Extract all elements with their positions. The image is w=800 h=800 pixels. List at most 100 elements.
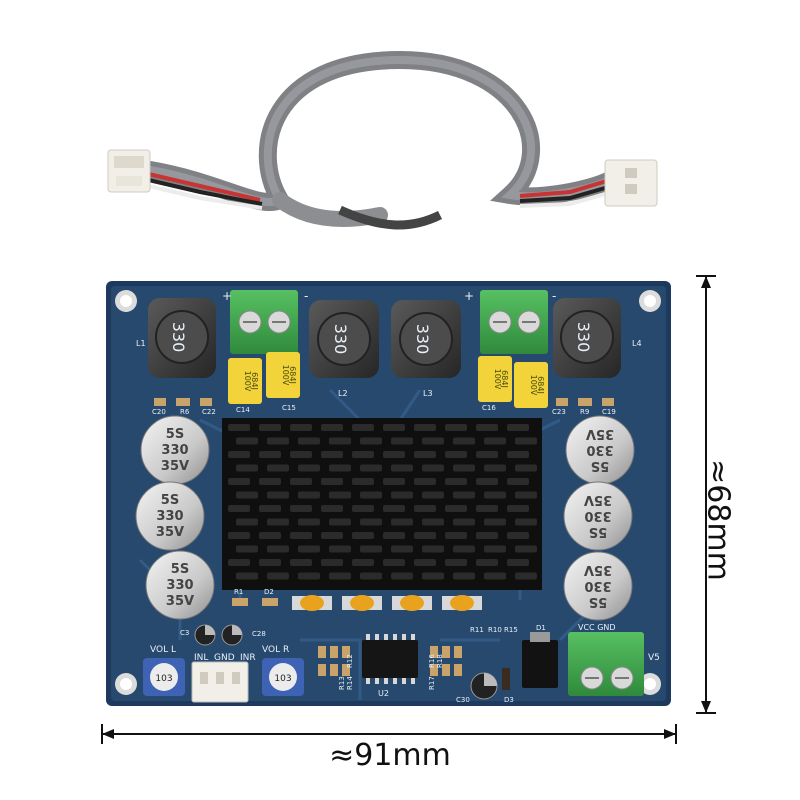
svg-text:R12: R12 (346, 654, 354, 668)
svg-text:330: 330 (161, 443, 188, 458)
inductor-marking: 330 (413, 324, 432, 355)
heatsink-fin (445, 559, 467, 566)
svg-text:R15: R15 (504, 626, 518, 634)
svg-text:GND: GND (214, 653, 235, 663)
volume-potentiometer-left[interactable]: 103 (143, 658, 185, 696)
svg-text:100V: 100V (529, 375, 538, 396)
film-cap-code: 684J (250, 372, 259, 390)
heatsink-fin (290, 424, 312, 431)
electrolytic-capacitor: 5S 330 35V (565, 415, 635, 485)
heatsink-fin (515, 545, 537, 553)
film-capacitor: 100V 684J (514, 362, 548, 408)
heatsink-fin (298, 518, 320, 526)
heatsink-fin (422, 437, 444, 445)
heatsink-fin (515, 518, 537, 526)
heatsink-fin (298, 545, 320, 553)
heatsink-fin (267, 437, 289, 445)
svg-text:C23: C23 (552, 408, 566, 416)
inductor-label: L1 (136, 339, 146, 348)
svg-text:5S: 5S (589, 524, 607, 539)
svg-text:R9: R9 (580, 408, 589, 416)
svg-text:D1: D1 (536, 624, 546, 632)
heatsink-fin (391, 572, 413, 580)
svg-text:C16: C16 (482, 404, 496, 412)
svg-text:35V: 35V (156, 525, 184, 540)
inductor: 330 L2 (309, 300, 379, 398)
heatsink-fin (476, 559, 498, 566)
inductor: 330 L4 (553, 298, 642, 378)
mounting-hole (639, 290, 661, 312)
heatsink-fin (507, 532, 529, 539)
svg-text:35V: 35V (586, 426, 614, 441)
svg-text:5S: 5S (589, 594, 607, 609)
minus-mark: - (304, 289, 308, 303)
svg-text:330: 330 (584, 508, 611, 523)
heatsink-fin (453, 491, 475, 499)
heatsink-fin (476, 451, 498, 458)
heatsink-fin (453, 545, 475, 553)
heatsink-fin (445, 424, 467, 431)
audio-input-connector[interactable] (191, 661, 249, 703)
svg-text:R14: R14 (346, 676, 354, 690)
ceramic-capacitor (342, 595, 382, 611)
heatsink-fin (298, 437, 320, 445)
heatsink-fin (383, 424, 405, 431)
heatsink-fin (321, 532, 343, 539)
heatsink-fin (422, 464, 444, 472)
svg-text:684J: 684J (250, 372, 259, 390)
heatsink-fin (360, 464, 382, 472)
svg-text:C20: C20 (152, 408, 166, 416)
heatsink-fin (484, 491, 506, 499)
heatsink-fin (422, 491, 444, 499)
heatsink-fin (352, 451, 374, 458)
heatsink-fin (515, 491, 537, 499)
svg-text:R18: R18 (436, 654, 444, 668)
heatsink-fin (383, 532, 405, 539)
heatsink (222, 418, 542, 590)
heatsink-fin (476, 424, 498, 431)
inductor-label: L2 (338, 389, 348, 398)
terminal-block (230, 290, 298, 354)
heatsink-fin (290, 451, 312, 458)
svg-text:103: 103 (274, 674, 291, 684)
svg-text:R11: R11 (470, 626, 484, 634)
svg-text:INR: INR (240, 653, 256, 663)
svg-text:5S: 5S (161, 493, 179, 508)
height-dimension-line (696, 275, 716, 714)
electrolytic-capacitor: 5S 330 35V (563, 551, 633, 621)
wire-connector-right (604, 159, 658, 207)
power-terminal-block[interactable] (568, 632, 644, 696)
heatsink-fin (329, 572, 351, 580)
heatsink-fin (484, 518, 506, 526)
heatsink-fin (267, 464, 289, 472)
wire-connector-left (107, 149, 151, 193)
film-capacitor: 100V 684J (228, 358, 262, 404)
heatsink-fin (352, 532, 374, 539)
heatsink-fin (236, 518, 258, 526)
heatsink-fin (267, 491, 289, 499)
svg-text:C22: C22 (202, 408, 216, 416)
heatsink-fin (259, 424, 281, 431)
mounting-hole (115, 290, 137, 312)
heatsink-fin (360, 572, 382, 580)
svg-text:35V: 35V (161, 459, 189, 474)
heatsink-fin (484, 437, 506, 445)
heatsink-fin (352, 559, 374, 566)
inductor-label: L3 (423, 389, 433, 398)
svg-text:C3: C3 (180, 629, 189, 637)
svg-text:330: 330 (156, 509, 183, 524)
heatsink-fin (391, 437, 413, 445)
inductor: 330 L1 (136, 298, 216, 378)
heatsink-fin (383, 478, 405, 485)
heatsink-fin (414, 559, 436, 566)
svg-text:684J: 684J (288, 366, 297, 384)
ceramic-capacitor (442, 595, 482, 611)
svg-text:35V: 35V (166, 594, 194, 609)
svg-text:C15: C15 (282, 404, 296, 412)
volume-potentiometer-right[interactable]: 103 (262, 658, 304, 696)
inductor-marking: 330 (169, 322, 188, 353)
heatsink-fin (236, 545, 258, 553)
heatsink-fin (228, 559, 250, 566)
heatsink-fin (414, 451, 436, 458)
